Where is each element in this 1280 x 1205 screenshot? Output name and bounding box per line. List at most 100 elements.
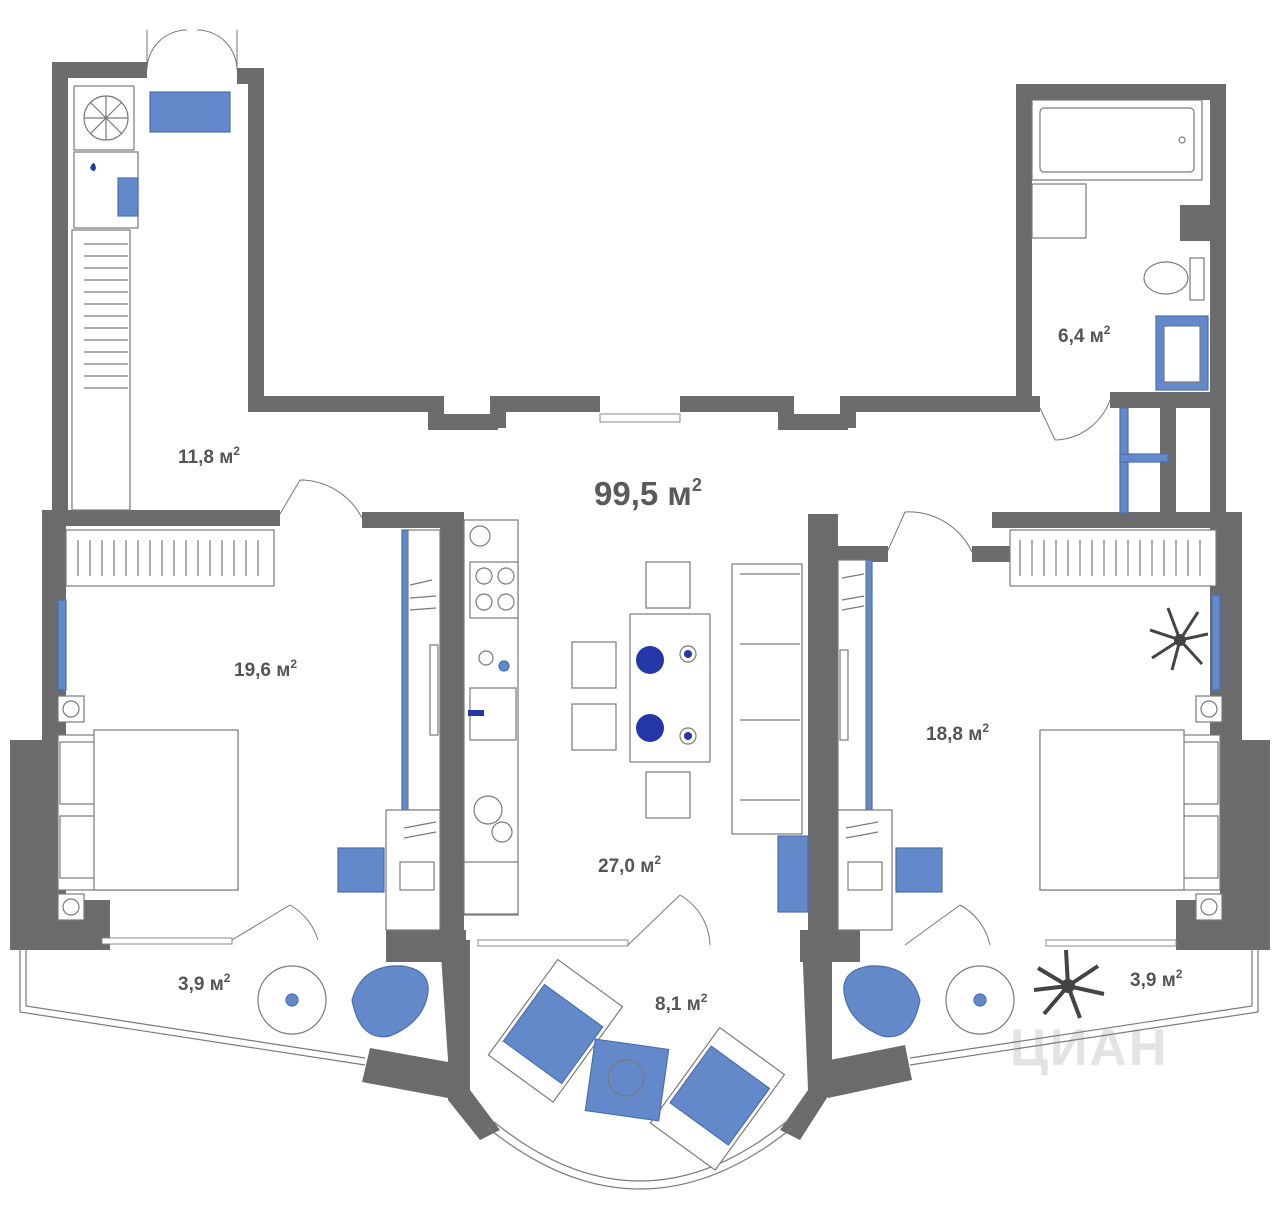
desk-chair <box>337 847 385 893</box>
window-sill <box>1211 594 1221 691</box>
balcony-edge <box>25 950 366 1059</box>
tray-icon <box>607 1059 645 1097</box>
blanket <box>1039 729 1185 891</box>
lamp-icon <box>1200 700 1218 718</box>
area-label-balcony-left: 3,9 м2 <box>178 971 231 995</box>
watermark: ЦИАН <box>1010 1019 1168 1077</box>
nightstand <box>1195 695 1223 723</box>
burner-icon <box>497 593 515 611</box>
dining-table <box>629 613 711 763</box>
wardrobe-rail <box>865 559 873 811</box>
toilet-tank <box>1189 257 1205 301</box>
wall-segment <box>10 740 66 910</box>
cup-fill-icon <box>684 650 692 658</box>
plant-icon <box>1149 607 1209 671</box>
wall-segment <box>52 62 147 78</box>
wall-segment <box>1016 84 1226 100</box>
wall-segment <box>1220 740 1270 910</box>
hangers <box>841 573 865 611</box>
shelf-lines <box>84 243 128 389</box>
desk-items <box>845 821 879 839</box>
door-swing <box>196 29 238 71</box>
burner-icon <box>475 593 493 611</box>
storage-shelf <box>1119 453 1169 463</box>
lamp-icon <box>62 898 80 916</box>
window <box>1045 939 1177 947</box>
drain-icon <box>1178 136 1186 144</box>
door-swing <box>1039 399 1111 441</box>
left-bedroom-furniture <box>57 529 441 931</box>
wall-segment <box>440 940 500 1140</box>
window <box>101 937 233 945</box>
lounger-cushion <box>669 1045 771 1146</box>
cup-icon <box>679 727 697 745</box>
water-drop-icon <box>90 163 96 171</box>
plate-setting-icon <box>636 646 664 674</box>
door-swing <box>904 904 991 946</box>
cup-fill-icon <box>684 732 692 740</box>
area-label-bedroom-left: 19,6 м2 <box>234 657 297 681</box>
bowl-icon <box>478 650 494 666</box>
wall-segment <box>1016 84 1032 410</box>
toilet <box>1143 261 1189 295</box>
burner-icon <box>497 567 515 585</box>
cabinet <box>463 861 519 915</box>
faucet-icon <box>468 710 484 716</box>
wall-segment <box>1180 205 1210 241</box>
pillow <box>1181 741 1219 805</box>
door-swing <box>279 479 363 519</box>
area-label-balcony-right: 3,9 м2 <box>1130 967 1183 991</box>
wall-segment <box>362 512 444 528</box>
sofa-cushions <box>740 573 800 801</box>
balcony-furniture <box>257 949 1105 1171</box>
side-table <box>777 835 809 913</box>
walls <box>10 62 1270 1140</box>
wall-segment <box>428 414 498 430</box>
pillow <box>59 741 97 805</box>
door-swing <box>231 904 319 941</box>
nightstand <box>57 695 85 723</box>
balcony-edge <box>493 1121 787 1182</box>
utility-furniture <box>71 85 231 511</box>
armchair <box>351 965 429 1038</box>
window-sill <box>57 599 67 691</box>
washing-machine <box>149 91 231 133</box>
sink <box>117 177 139 217</box>
cup-icon <box>973 993 987 1007</box>
balcony-edge <box>487 1127 793 1190</box>
kitchen-furniture <box>463 519 809 916</box>
wall-segment <box>780 940 832 1140</box>
wall-segment <box>1176 900 1270 950</box>
wall-segment <box>248 68 264 410</box>
blanket <box>93 729 239 891</box>
cup-icon <box>679 645 697 663</box>
plate-icon <box>469 525 491 547</box>
radiator <box>1009 529 1217 587</box>
hangers <box>409 579 437 611</box>
area-label-utility: 11,8 м2 <box>178 444 240 468</box>
balcony-edge <box>909 950 1253 1059</box>
window <box>599 413 681 423</box>
balcony-outlines <box>19 950 1259 1190</box>
burner-icon <box>475 567 493 585</box>
coffee-table <box>584 1038 670 1122</box>
mirror <box>429 644 439 736</box>
lamp-icon <box>62 700 80 718</box>
lounger-cushion <box>502 983 604 1085</box>
area-label-total: 99,5 м2 <box>594 475 702 512</box>
sink-basin <box>1163 325 1201 383</box>
wall-segment <box>808 514 838 944</box>
wall-segment <box>490 396 600 412</box>
wall-segment <box>440 512 464 942</box>
dining-chair <box>571 641 617 689</box>
armchair <box>843 965 921 1038</box>
bathtub <box>1031 99 1203 181</box>
laptop <box>847 861 883 891</box>
desk-items <box>403 821 437 839</box>
area-label-bedroom-right: 18,8 м2 <box>926 721 989 745</box>
area-label-balcony-center: 8,1 м2 <box>655 991 708 1015</box>
wall-segment <box>820 1045 912 1098</box>
pillow <box>1181 815 1219 879</box>
wall-segment <box>838 546 888 562</box>
